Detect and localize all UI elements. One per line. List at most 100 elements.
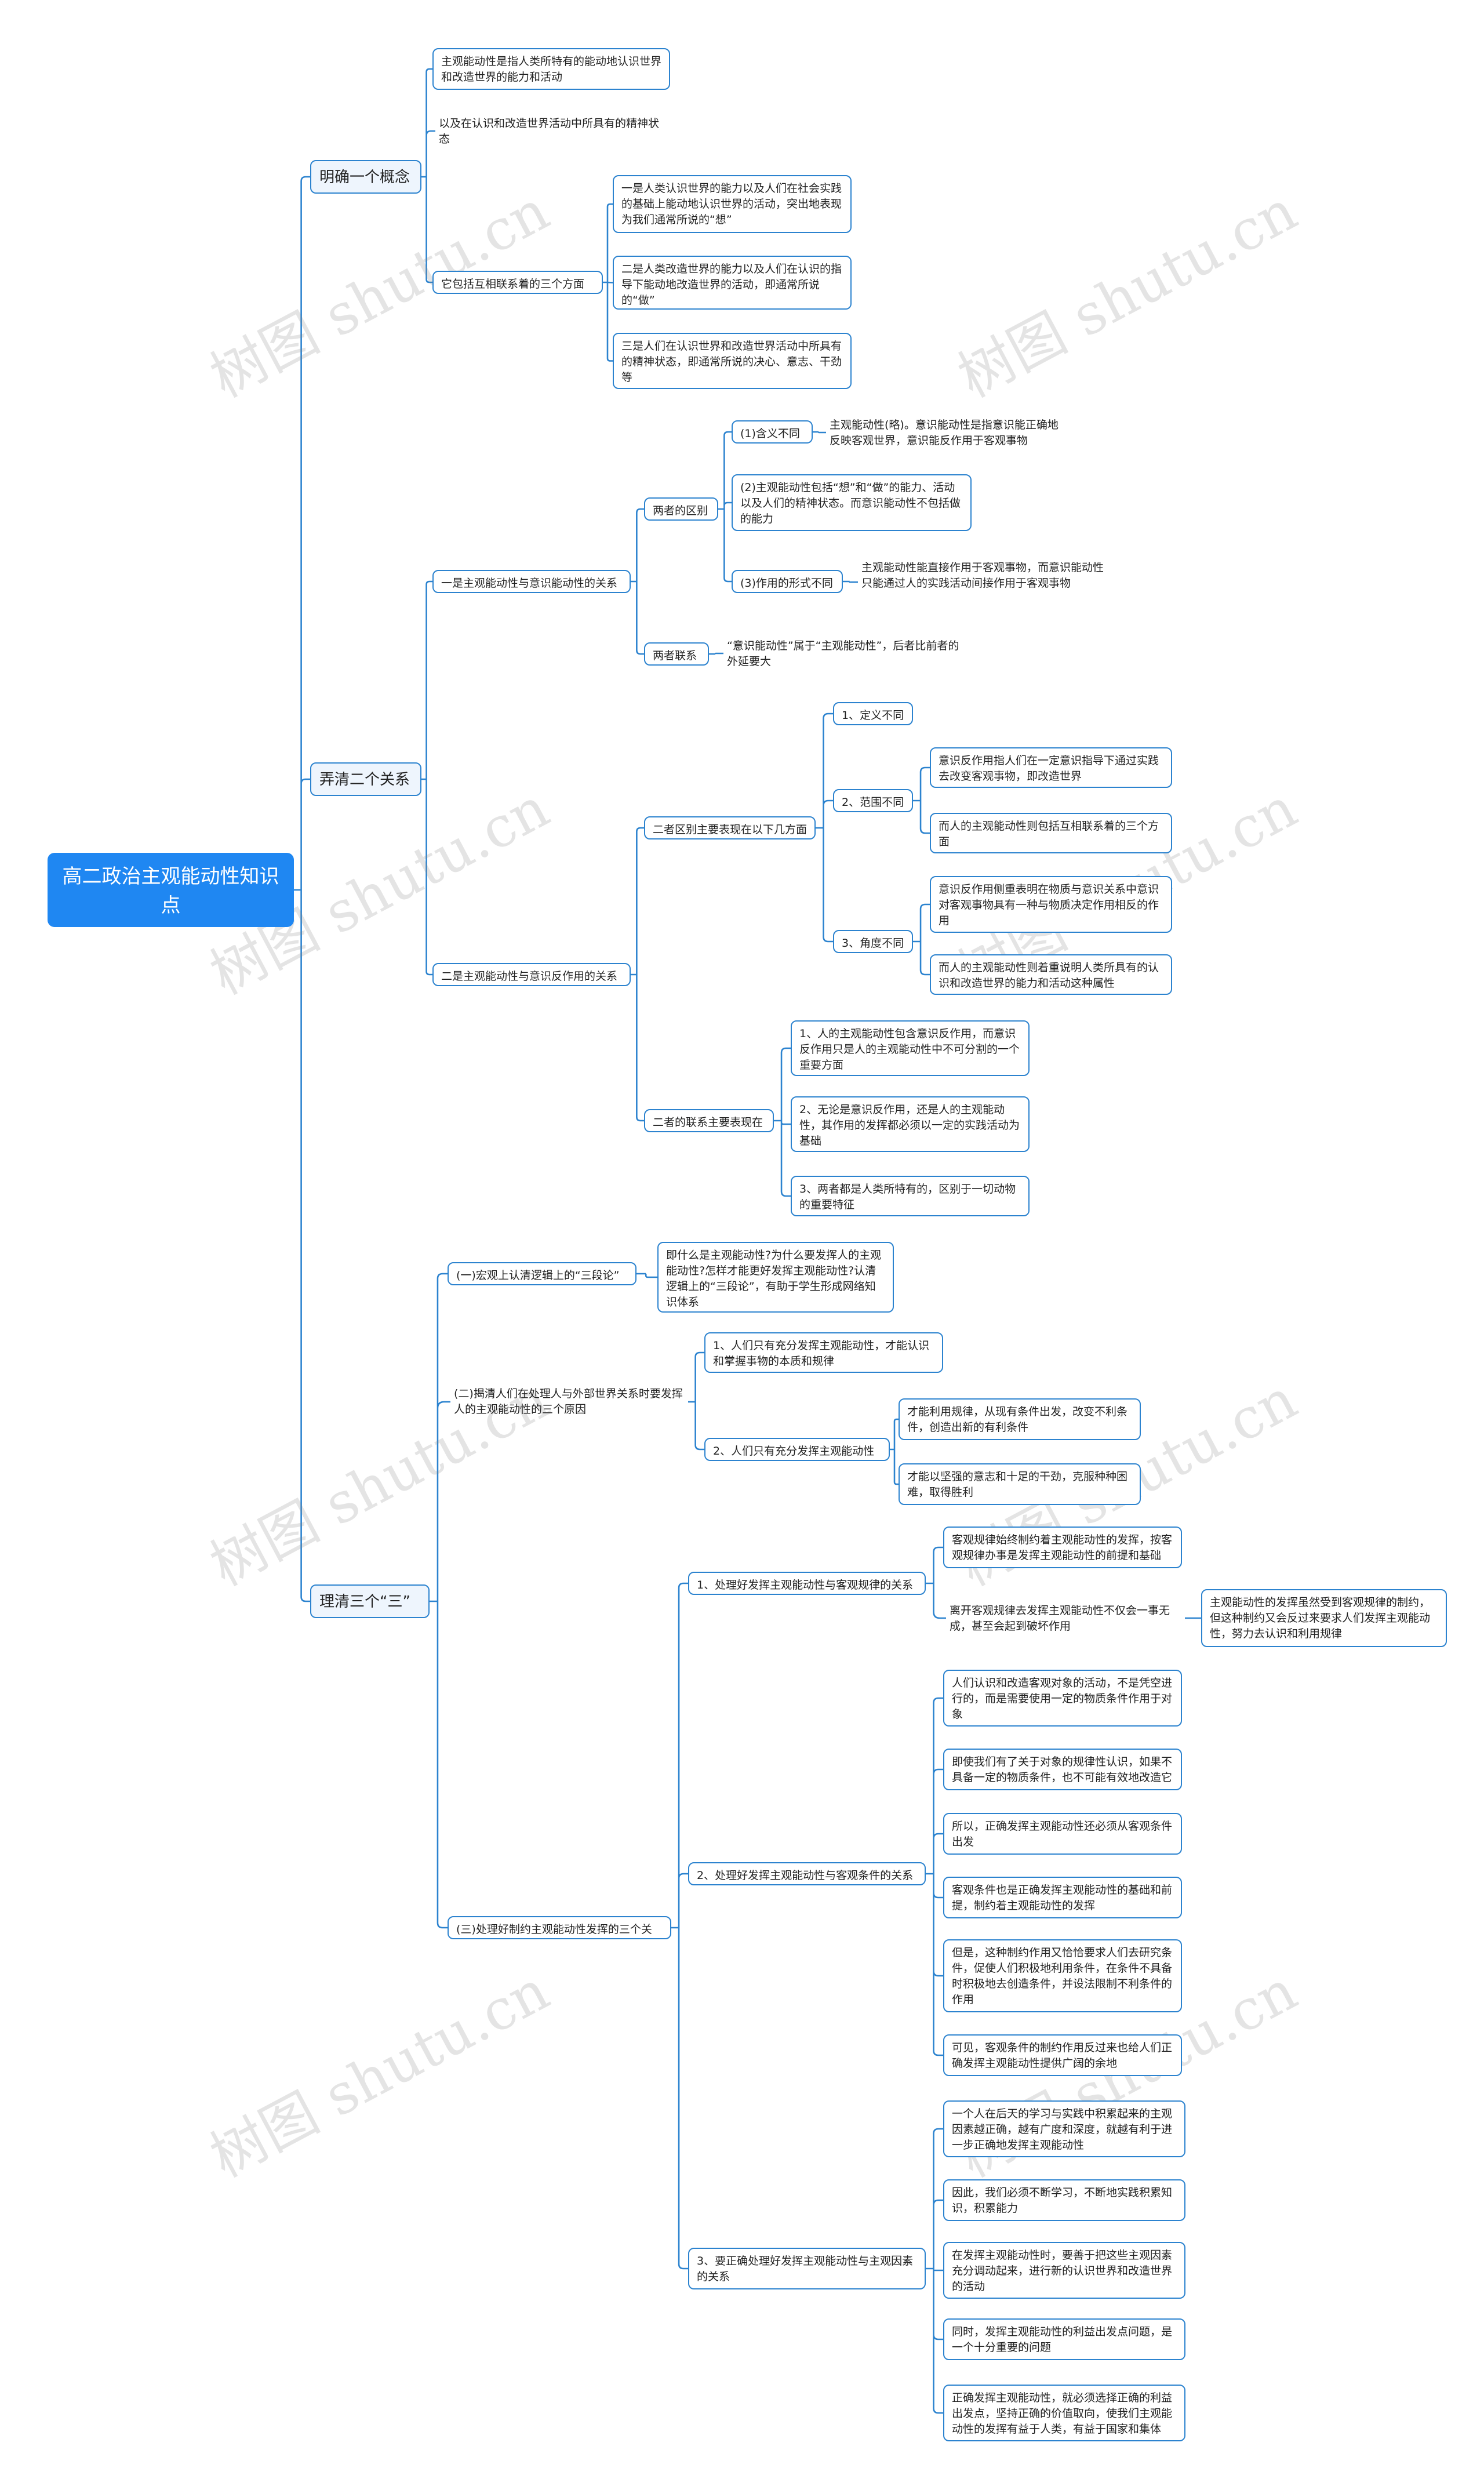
subtopic-node[interactable]: 才能利用规律，从现有条件出发，改变不利条件，创造出新的有利条件	[899, 1398, 1141, 1440]
connector-group	[926, 1546, 946, 1619]
root-topic[interactable]: 高二政治主观能动性知识点	[48, 853, 294, 927]
subtopic-node[interactable]: 主观能动性能直接作用于客观事物，而意识能动性只能通过人的实践活动间接作用于客观事…	[861, 561, 1104, 590]
subtopic-node[interactable]: 离开客观规律去发挥主观能动性不仅会一事无成，甚至会起到破坏作用	[950, 1604, 1170, 1633]
subtopic-node[interactable]: 3、要正确处理好发挥主观能动性与主观因素的关系	[688, 2248, 926, 2289]
connector-line	[913, 903, 930, 976]
connector-line	[913, 766, 930, 834]
subtopic-node[interactable]: 客观规律始终制约着主观能动性的发挥，按客观规律办事是发挥主观能动性的前提和基础	[943, 1527, 1182, 1568]
subtopic-node[interactable]: 2、处理好发挥主观能动性与客观条件的关系	[688, 1862, 926, 1885]
connector-group	[913, 766, 930, 834]
connector-group	[430, 1273, 450, 1929]
subtopic-node[interactable]: 2、人们只有充分发挥主观能动性	[704, 1438, 890, 1461]
subtopic-node[interactable]: 主观能动性是指人类所特有的能动地认识世界和改造世界的能力和活动	[432, 48, 670, 90]
subtopic-node[interactable]: 它包括互相联系着的三个方面	[432, 271, 603, 294]
connector-group	[843, 580, 858, 583]
subtopic-node[interactable]: 两者联系	[644, 642, 709, 666]
subtopic-node[interactable]: 1、人的主观能动性包含意识反作用，而意识反作用只是人的主观能动性中不可分割的一个…	[791, 1020, 1030, 1076]
connector-line	[430, 1273, 450, 1929]
connector-line	[926, 1546, 946, 1619]
subtopic-node[interactable]: 两者的区别	[644, 497, 718, 521]
subtopic-node[interactable]: 即使我们有了关于对象的规律性认识，如果不具备一定的物质条件，也不可能有效地改造它	[943, 1749, 1182, 1790]
connector-line	[671, 1582, 688, 2270]
subtopic-node[interactable]: (二)揭清人们在处理人与外部世界关系时要发挥人的主观能动性的三个原因	[454, 1387, 683, 1416]
connector-group	[913, 903, 930, 976]
subtopic-node[interactable]: “意识能动性”属于“主观能动性”，后者比前者的外延要大	[727, 639, 959, 668]
connector-line	[636, 1273, 657, 1278]
connector-line	[709, 652, 723, 655]
subtopic-node[interactable]: 同时，发挥主观能动性的利益出发点问题，是一个十分重要的问题	[943, 2318, 1185, 2360]
connector-line	[421, 580, 432, 976]
subtopic-node[interactable]: 2、范围不同	[833, 789, 913, 812]
subtopic-node[interactable]: 3、两者都是人类所特有的，区别于一切动物的重要特征	[791, 1176, 1030, 1216]
subtopic-node[interactable]: 因此，我们必须不断学习，不断地实践积累知识，积累能力	[943, 2179, 1185, 2221]
connector-group	[603, 203, 613, 362]
subtopic-node[interactable]: 意识反作用侧重表明在物质与意识关系中意识对客观事物具有一种与物质决定作用相反的作…	[930, 876, 1172, 933]
connector-group	[926, 1697, 943, 2056]
subtopic-node[interactable]: 2、无论是意识反作用，还是人的主观能动性，其作用的发挥都必须以一定的实践活动为基…	[791, 1096, 1030, 1152]
connector-group	[636, 1273, 657, 1278]
subtopic-node[interactable]: 但是，这种制约作用又恰恰要求人们去研究条件，促使人们积极地利用条件，在条件不具备…	[943, 1939, 1182, 2012]
subtopic-node[interactable]: (一)宏观上认清逻辑上的“三段论”	[448, 1262, 636, 1285]
subtopic-node[interactable]: 在发挥主观能动性时，要善于把这些主观因素充分调动起来，进行新的认识世界和改造世界…	[943, 2242, 1185, 2299]
connector-group	[631, 827, 644, 1122]
subtopic-node[interactable]: 意识反作用指人们在一定意识指导下通过实践去改变客观事物，即改造世界	[930, 747, 1172, 788]
connector-line	[631, 827, 644, 1122]
connector-line	[843, 580, 858, 583]
connector-group	[816, 713, 833, 943]
subtopic-node[interactable]: 二是人类改造世界的能力以及人们在认识的指导下能动地改造世界的活动，即通常所说的“…	[613, 256, 852, 310]
subtopic-node[interactable]: 二者区别主要表现在以下几方面	[644, 816, 816, 839]
subtopic-node[interactable]: 二是主观能动性与意识反作用的关系	[432, 963, 631, 986]
connector-group	[671, 1582, 688, 2270]
subtopic-node[interactable]: 而人的主观能动性则包括互相联系着的三个方面	[930, 813, 1172, 853]
connector-line	[718, 431, 732, 583]
subtopic-node[interactable]: 才能以坚强的意志和十足的干劲，克服种种困难，取得胜利	[899, 1463, 1141, 1505]
subtopic-node[interactable]: 主观能动性(略)。意识能动性是指意识能正确地反映客观世界，意识能反作用于客观事物	[830, 419, 1059, 447]
subtopic-node[interactable]: 1、定义不同	[833, 702, 913, 725]
subtopic-node[interactable]: (三)处理好制约主观能动性发挥的三个关系	[448, 1916, 671, 1939]
branch-topic[interactable]: 理清三个“三”	[310, 1584, 430, 1618]
connector-group	[421, 68, 435, 284]
subtopic-node[interactable]: 客观条件也是正确发挥主观能动性的基础和前提，制约着主观能动性的发挥	[943, 1877, 1182, 1918]
subtopic-node[interactable]: 3、角度不同	[833, 930, 913, 953]
branch-topic[interactable]: 明确一个概念	[310, 160, 421, 194]
subtopic-node[interactable]: 1、人们只有充分发挥主观能动性，才能认识和掌握事物的本质和规律	[704, 1332, 943, 1373]
connector-group	[890, 1418, 899, 1485]
connector-line	[926, 2128, 943, 2414]
branch-topic[interactable]: 弄清二个关系	[310, 762, 421, 796]
subtopic-node[interactable]: (3)作用的形式不同	[732, 570, 843, 593]
connector-group	[718, 431, 732, 583]
connector-line	[774, 1047, 791, 1197]
connector-group	[774, 1047, 791, 1197]
subtopic-node[interactable]: 一个人在后天的学习与实践中积累起来的主观因素越正确，越有广度和深度，就越有利于进…	[943, 2100, 1185, 2157]
subtopic-node[interactable]: (1)含义不同	[732, 420, 813, 444]
subtopic-node[interactable]: 二者的联系主要表现在	[644, 1109, 774, 1132]
connector-group	[421, 580, 432, 976]
connector-line	[603, 203, 613, 362]
subtopic-node[interactable]: 1、处理好发挥主观能动性与客观规律的关系	[688, 1572, 926, 1595]
connector-line	[688, 1351, 704, 1451]
subtopic-node[interactable]: 即什么是主观能动性?为什么要发挥人的主观能动性?怎样才能更好发挥主观能动性?认清…	[657, 1242, 894, 1313]
connector-group	[926, 2128, 943, 2414]
connector-line	[816, 713, 833, 943]
subtopic-node[interactable]: 所以，正确发挥主观能动性还必须从客观条件出发	[943, 1813, 1182, 1855]
connector-group	[709, 652, 723, 655]
connector-group	[688, 1351, 704, 1451]
subtopic-node[interactable]: 一是人类认识世界的能力以及人们在社会实践的基础上能动地认识世界的活动，突出地表现…	[613, 175, 852, 233]
connector-line	[421, 68, 435, 284]
subtopic-node[interactable]: 可见，客观条件的制约作用反过来也给人们正确发挥主观能动性提供广阔的余地	[943, 2034, 1182, 2076]
connector-line	[926, 1697, 943, 2056]
subtopic-node[interactable]: (2)主观能动性包括“想”和“做”的能力、活动以及人们的精神状态。而意识能动性不…	[732, 474, 972, 531]
subtopic-node[interactable]: 而人的主观能动性则着重说明人类所具有的认识和改造世界的能力和活动这种属性	[930, 954, 1172, 995]
subtopic-node[interactable]: 一是主观能动性与意识能动性的关系	[432, 570, 631, 593]
subtopic-node[interactable]: 人们认识和改造客观对象的活动，不是凭空进行的，而是需要使用一定的物质条件作用于对…	[943, 1670, 1182, 1727]
connector-line	[294, 176, 310, 1602]
subtopic-node[interactable]: 主观能动性的发挥虽然受到客观规律的制约，但这种制约又会反过来要求人们发挥主观能动…	[1201, 1589, 1447, 1647]
connector-line	[631, 508, 644, 655]
connector-group	[631, 508, 644, 655]
subtopic-node[interactable]: 三是人们在认识世界和改造世界活动中所具有的精神状态，即通常所说的决心、意志、干劲…	[613, 333, 852, 389]
connector-line	[890, 1418, 899, 1485]
subtopic-node[interactable]: 正确发挥主观能动性，就必须选择正确的利益出发点，坚持正确的价值取向，使我们主观能…	[943, 2385, 1185, 2441]
subtopic-node[interactable]: 以及在认识和改造世界活动中所具有的精神状态	[439, 117, 660, 146]
connector-group	[294, 176, 310, 1602]
